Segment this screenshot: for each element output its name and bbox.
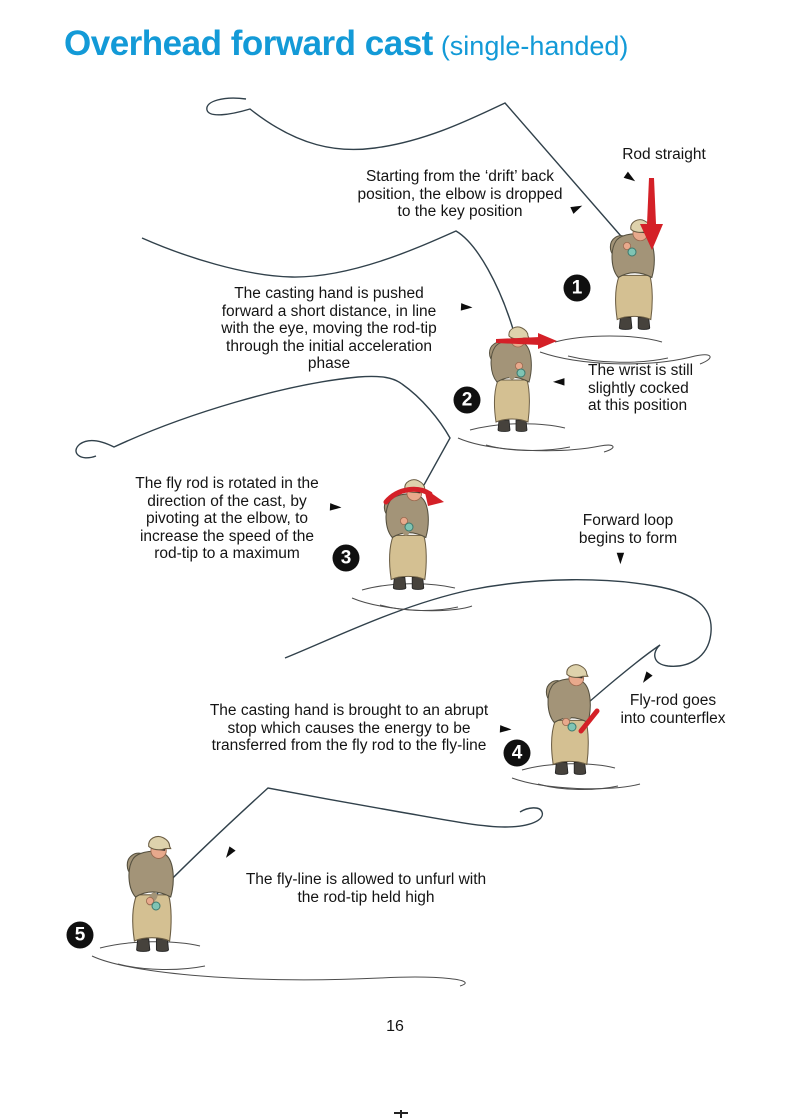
- annotation-wrist: The wrist is still slightly cocked at th…: [588, 362, 694, 414]
- motion-arrow-curved-step-3: [383, 486, 444, 506]
- step-1-badge: 1: [563, 274, 591, 302]
- angler-figure-5: [126, 835, 175, 953]
- step-4-caption: The casting hand is brought to an abrupt…: [209, 702, 489, 754]
- page-header: Overhead forward cast(single-handed): [64, 24, 628, 64]
- step-3-caption: The fly rod is rotated in the direction …: [135, 475, 319, 562]
- fly-line-step-1: [206, 97, 628, 244]
- counterflex-mark-step-4: [578, 708, 600, 734]
- pointer-icon: ►: [553, 374, 565, 392]
- angler-figure-1: [609, 218, 656, 331]
- pointer-icon: ►: [460, 296, 474, 316]
- ripples-step-1: [539, 335, 711, 365]
- step-1-caption: Starting from the ‘drift’ back position,…: [357, 168, 563, 220]
- step-2-caption: The casting hand is pushed forward a sho…: [221, 285, 437, 372]
- annotation-rod-straight: Rod straight: [622, 146, 706, 163]
- ripples-step-5: [91, 941, 466, 987]
- page-number: 16: [386, 1018, 404, 1035]
- step-4-badge: 4: [503, 739, 531, 767]
- motion-arrow-right-step-2: [496, 333, 557, 349]
- fly-line-step-5: [149, 787, 543, 902]
- annotation-counterflex: Fly-rod goes into counterflex: [620, 692, 726, 727]
- pointer-icon: ►: [499, 718, 513, 738]
- ripples-step-2: [457, 423, 614, 453]
- ripples-step-4: [511, 763, 641, 790]
- annotation-forward-loop: Forward loop begins to form: [578, 512, 678, 547]
- angler-figure-3: [383, 478, 430, 591]
- angler-figure-4: [545, 663, 592, 776]
- pointer-icon: ►: [612, 552, 631, 565]
- step-3-badge: 3: [332, 544, 360, 572]
- bottom-ornament: [394, 1110, 408, 1118]
- angler-figure-2: [488, 325, 533, 433]
- motion-arrow-down-step-1: [640, 178, 663, 250]
- page-subtitle: (single-handed): [440, 31, 629, 61]
- step-5-caption: The fly-line is allowed to unfurl with t…: [245, 871, 487, 906]
- step-2-badge: 2: [453, 386, 481, 414]
- fly-line-step-3: [75, 375, 451, 522]
- pointer-icon: ►: [329, 496, 343, 516]
- page-title: Overhead forward cast: [64, 24, 433, 63]
- step-5-badge: 5: [66, 921, 94, 949]
- ripples-step-3: [351, 583, 473, 612]
- fly-line-step-2: [141, 230, 520, 366]
